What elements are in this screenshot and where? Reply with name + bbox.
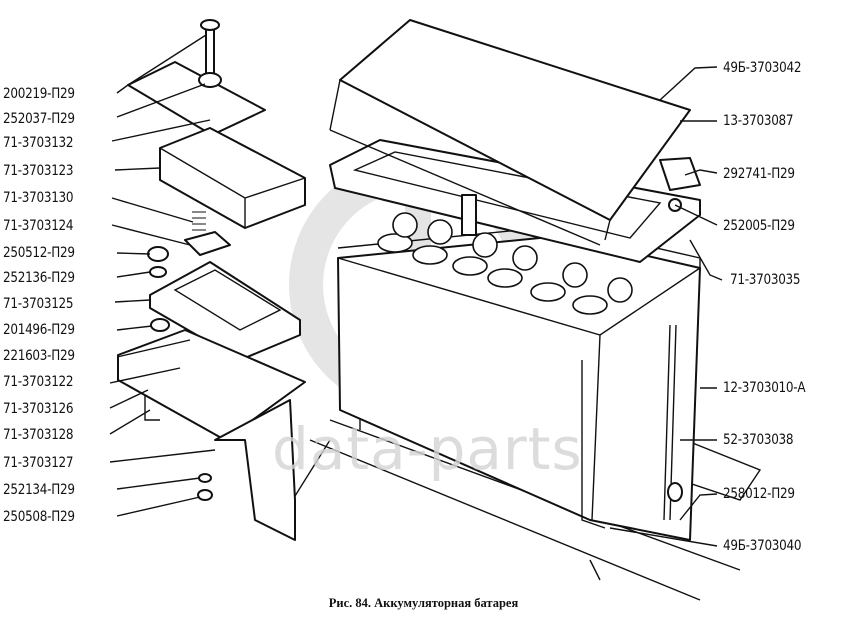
bolt-200219-p29 bbox=[200, 19, 220, 76]
nut-258012-p29 bbox=[667, 482, 683, 502]
label-71-3703123: 71-3703123 bbox=[3, 163, 74, 179]
label-221603-p29: 221603-П29 bbox=[3, 348, 75, 364]
label-71-3703127: 71-3703127 bbox=[3, 455, 74, 471]
bolt-201496-p29 bbox=[150, 318, 170, 332]
washer-252134-p29 bbox=[198, 473, 212, 483]
nut-250512-p29 bbox=[147, 246, 169, 278]
label-52-3703038: 52-3703038 bbox=[723, 432, 794, 448]
label-200219-p29: 200219-П29 bbox=[3, 86, 75, 102]
label-258012-p29: 258012-П29 bbox=[723, 486, 795, 502]
bracket-71-3703127 bbox=[144, 395, 296, 541]
label-71-3703130: 71-3703130 bbox=[3, 190, 74, 206]
plate-71-3703122 bbox=[117, 329, 306, 441]
label-71-3703035: 71-3703035 bbox=[730, 272, 801, 288]
washer-71-3703124 bbox=[184, 231, 231, 256]
figure-caption: Рис. 84. Аккумуляторная батарея bbox=[328, 596, 519, 610]
label-12-3703010-a: 12-3703010-А bbox=[723, 380, 806, 396]
cover-49b-3703042 bbox=[329, 19, 691, 246]
watermark-text: data-parts bbox=[272, 415, 583, 483]
bracket-71-3703125 bbox=[149, 261, 301, 361]
label-201496-p29: 201496-П29 bbox=[3, 322, 75, 338]
nut-250508-p29 bbox=[197, 489, 213, 501]
label-292741-p29: 292741-П29 bbox=[723, 166, 795, 182]
spring-71-3703130 bbox=[192, 211, 206, 231]
plate-252037-p29 bbox=[127, 61, 266, 136]
label-252134-p29: 252134-П29 bbox=[3, 482, 75, 498]
leader-lines-right bbox=[609, 66, 723, 547]
label-252136-p29: 252136-П29 bbox=[3, 270, 75, 286]
label-71-3703125: 71-3703125 bbox=[3, 296, 74, 312]
label-252037-p29: 252037-П29 bbox=[3, 111, 75, 127]
label-71-3703126: 71-3703126 bbox=[3, 401, 74, 417]
label-250512-p29: 250512-П29 bbox=[3, 245, 75, 261]
label-49b-3703040: 49Б-3703040 bbox=[723, 538, 802, 554]
label-71-3703122: 71-3703122 bbox=[3, 374, 74, 390]
label-250508-p29: 250508-П29 bbox=[3, 509, 75, 525]
label-252005-p29: 252005-П29 bbox=[723, 218, 795, 234]
label-49b-3703042: 49Б-3703042 bbox=[723, 60, 802, 76]
label-71-3703132: 71-3703132 bbox=[3, 135, 74, 151]
label-71-3703128: 71-3703128 bbox=[3, 427, 74, 443]
label-13-3703087: 13-3703087 bbox=[723, 113, 794, 129]
battery-12-3703010-a bbox=[337, 212, 701, 541]
label-71-3703124: 71-3703124 bbox=[3, 218, 74, 234]
leader-lines-left bbox=[109, 34, 216, 517]
block-71-3703123 bbox=[159, 127, 306, 229]
